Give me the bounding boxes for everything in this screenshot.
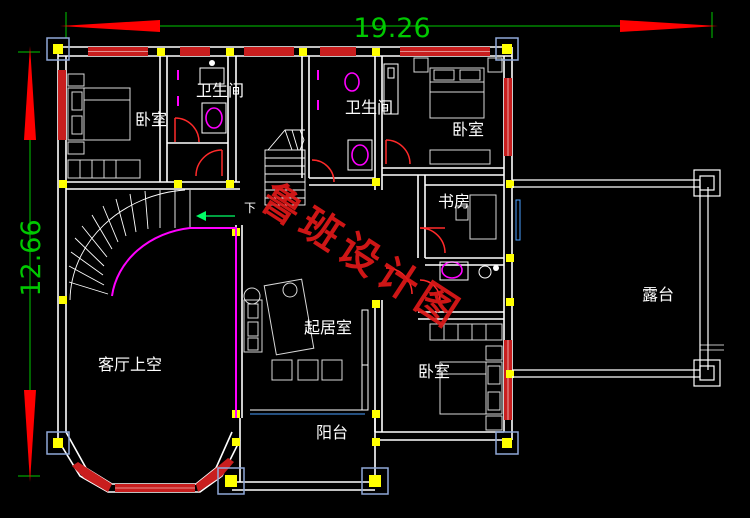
columns xyxy=(46,37,519,495)
bed-top-right xyxy=(413,57,503,165)
doors xyxy=(174,117,446,301)
sofa-set xyxy=(243,278,343,381)
toilet-icon xyxy=(344,72,360,92)
walls xyxy=(57,46,513,493)
room-label-bathroom-1: 卫生间 xyxy=(196,81,244,100)
corner-column xyxy=(361,467,389,495)
door-swing xyxy=(385,139,411,165)
void-railing xyxy=(111,227,237,418)
room-label-terrace: 露台 xyxy=(642,285,674,304)
stair-down-label: 下 xyxy=(244,201,256,215)
window xyxy=(58,70,66,140)
door-swing xyxy=(174,117,200,143)
corner-column xyxy=(46,431,70,455)
room-label-study: 书房 xyxy=(438,192,470,211)
windows xyxy=(58,47,512,492)
window xyxy=(180,47,210,56)
spiral-staircase xyxy=(68,189,191,301)
room-label-bathroom-2: 卫生间 xyxy=(345,98,393,117)
door-swing xyxy=(419,279,441,301)
window xyxy=(244,47,294,56)
stair-arrow-icon xyxy=(196,211,235,221)
arrow-left-icon xyxy=(60,20,160,32)
corner-column xyxy=(495,431,519,455)
width-dimension-label: 19.26 xyxy=(353,13,430,44)
dimension-top: 19.26 xyxy=(60,12,718,44)
arrow-right-icon xyxy=(620,20,718,32)
door-swing xyxy=(311,159,335,183)
toilet-icon xyxy=(478,265,492,279)
straight-staircase xyxy=(264,129,306,206)
window xyxy=(72,462,112,492)
arrow-down-icon xyxy=(24,390,36,482)
corner-column xyxy=(495,37,519,61)
room-label-bedroom-top-left: 卧室 xyxy=(135,110,167,129)
room-label-bedroom-top-right: 卧室 xyxy=(452,120,484,139)
arrow-up-icon xyxy=(24,46,36,140)
corner-column xyxy=(46,37,70,61)
corner-column xyxy=(217,467,245,495)
room-label-living-void: 客厅上空 xyxy=(98,355,162,374)
bed-top-left xyxy=(67,73,141,179)
room-label-balcony: 阳台 xyxy=(316,423,348,442)
dimension-left: 12.66 xyxy=(16,46,47,482)
door-swing xyxy=(419,227,446,254)
bathroom-fixtures xyxy=(177,60,499,281)
room-label-bedroom-bottom-right: 卧室 xyxy=(418,362,450,381)
washbasin-icon xyxy=(351,144,369,166)
door-swing xyxy=(385,267,413,295)
bed-bottom-right xyxy=(429,323,503,431)
window xyxy=(320,47,356,56)
washbasin-cabinet xyxy=(201,102,227,134)
washbasin-icon xyxy=(205,107,223,129)
washbasin-cabinet xyxy=(347,139,373,171)
terrace-area xyxy=(512,169,724,387)
door-swing xyxy=(195,149,223,177)
toilet-icon xyxy=(199,67,225,85)
window xyxy=(196,458,234,492)
sliding-doors xyxy=(250,199,521,415)
height-dimension-label: 12.66 xyxy=(16,219,47,296)
room-label-family-room: 起居室 xyxy=(304,318,352,337)
room-labels: 卧室 卫生间 卫生间 卧室 书房 客厅上空 起居室 露台 卧室 阳台 xyxy=(98,81,674,442)
desk-study xyxy=(455,194,497,240)
